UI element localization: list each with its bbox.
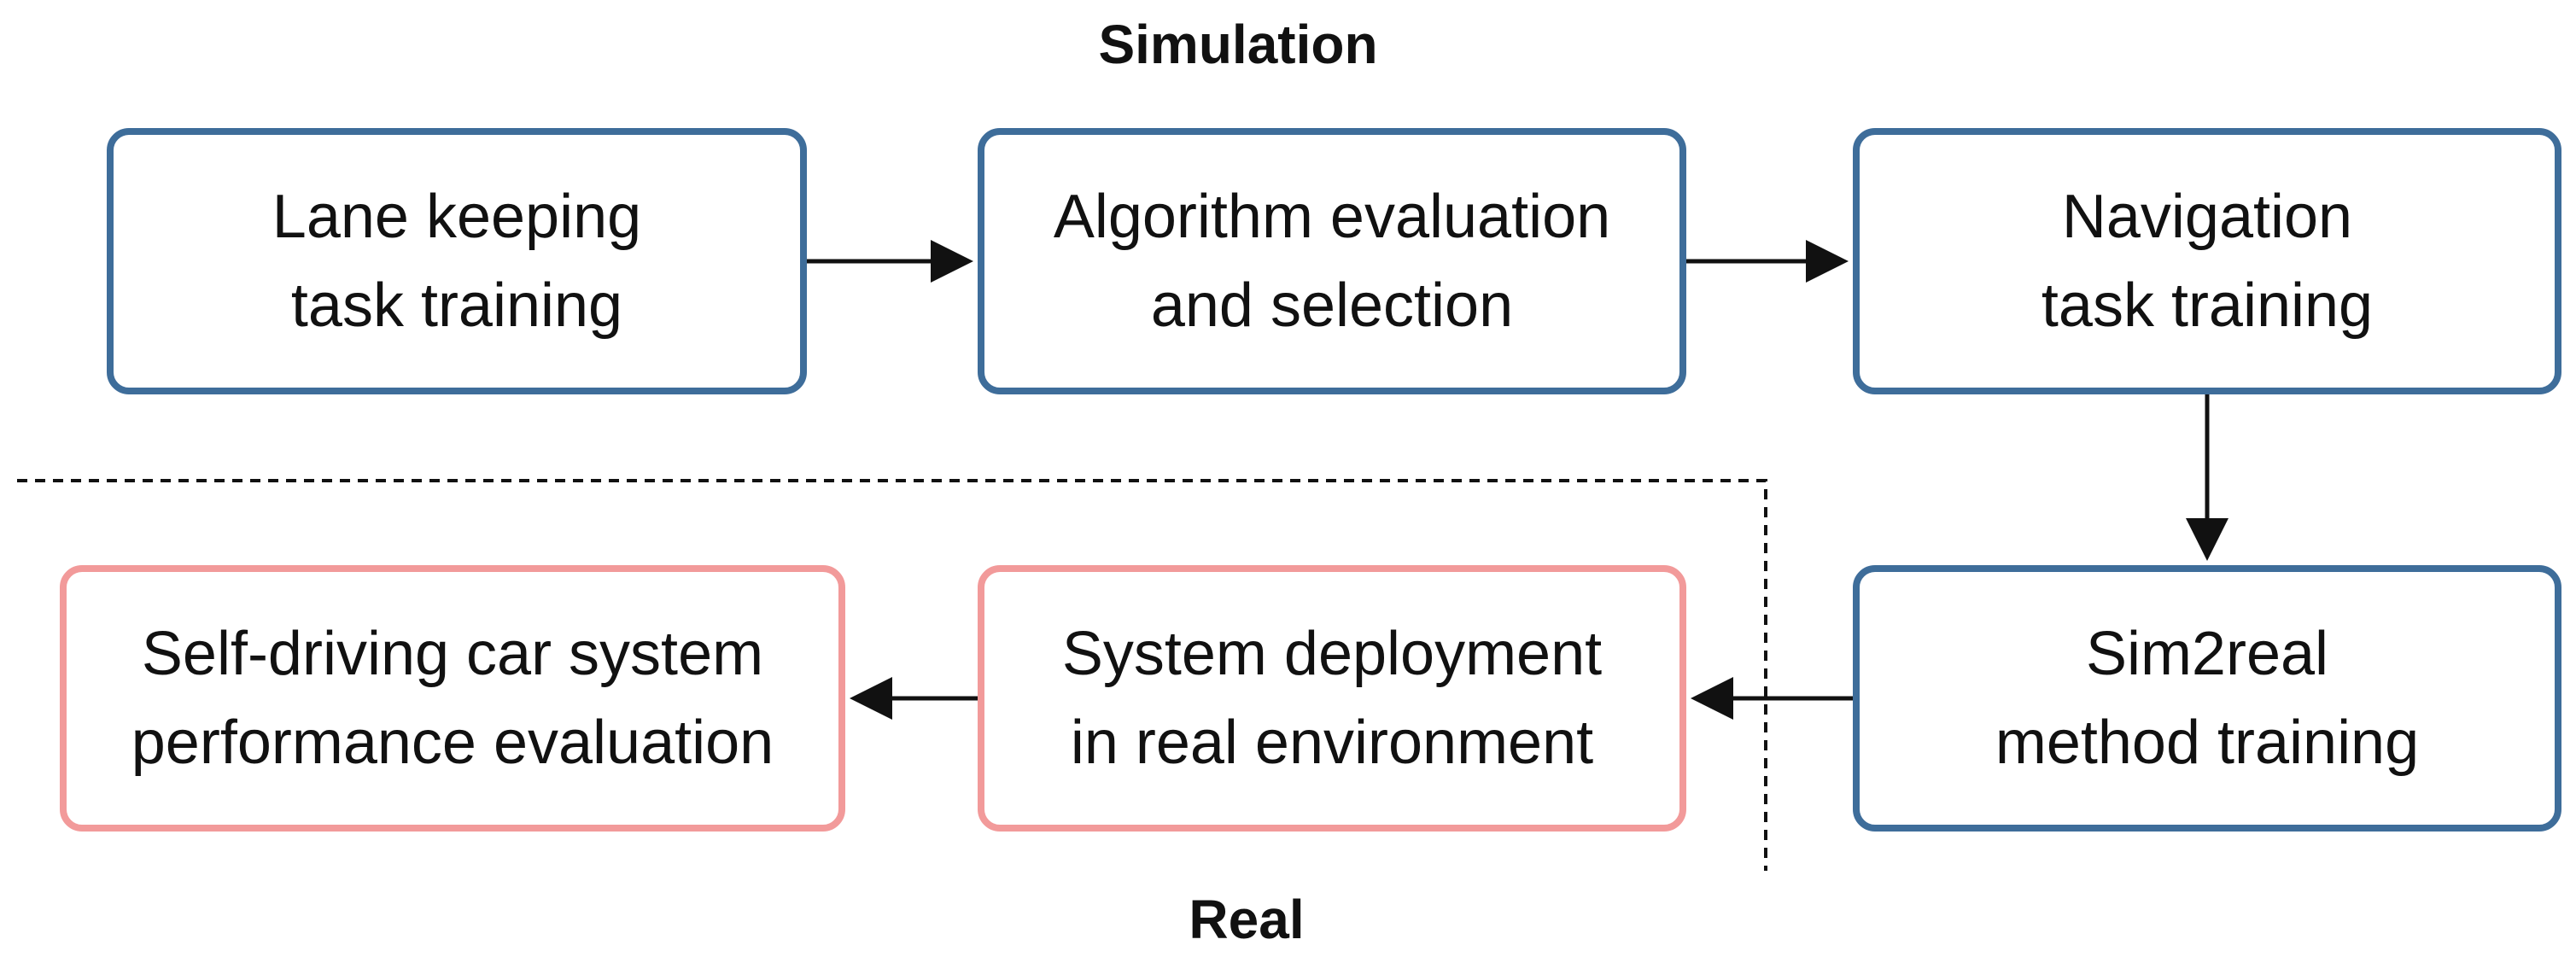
real-label: Real xyxy=(1189,889,1305,950)
algorithm-evaluation-text: Algorithm evaluation and selection xyxy=(1054,172,1610,351)
algorithm-line-1: Algorithm evaluation xyxy=(1053,182,1611,251)
lane-keeping-line-2: task training xyxy=(290,271,623,340)
deployment-line-1: System deployment xyxy=(1061,619,1603,688)
system-deployment-text: System deployment in real environment xyxy=(1062,610,1602,788)
navigation-line-2: task training xyxy=(2041,271,2374,340)
algorithm-line-2: and selection xyxy=(1150,271,1514,340)
evaluation-line-2: performance evaluation xyxy=(131,709,774,777)
performance-evaluation-box: Self-driving car system performance eval… xyxy=(60,565,845,832)
sim2real-training-box: Sim2real method training xyxy=(1853,565,2561,832)
navigation-training-box: Navigation task training xyxy=(1853,128,2561,394)
navigation-line-1: Navigation xyxy=(2061,182,2353,251)
lane-keeping-line-1: Lane keeping xyxy=(272,182,642,251)
lane-keeping-training-box: Lane keeping task training xyxy=(107,128,807,394)
simulation-label: Simulation xyxy=(1098,14,1378,75)
sim2real-line-1: Sim2real xyxy=(2085,619,2329,688)
evaluation-line-1: Self-driving car system xyxy=(141,619,764,688)
deployment-line-2: in real environment xyxy=(1070,709,1594,777)
navigation-training-text: Navigation task training xyxy=(2042,172,2373,351)
sim2real-line-2: method training xyxy=(1995,709,2420,777)
performance-evaluation-text: Self-driving car system performance eval… xyxy=(131,610,774,788)
algorithm-evaluation-box: Algorithm evaluation and selection xyxy=(978,128,1686,394)
system-deployment-box: System deployment in real environment xyxy=(978,565,1686,832)
lane-keeping-training-text: Lane keeping task training xyxy=(272,172,641,351)
sim2real-training-text: Sim2real method training xyxy=(1995,610,2419,788)
